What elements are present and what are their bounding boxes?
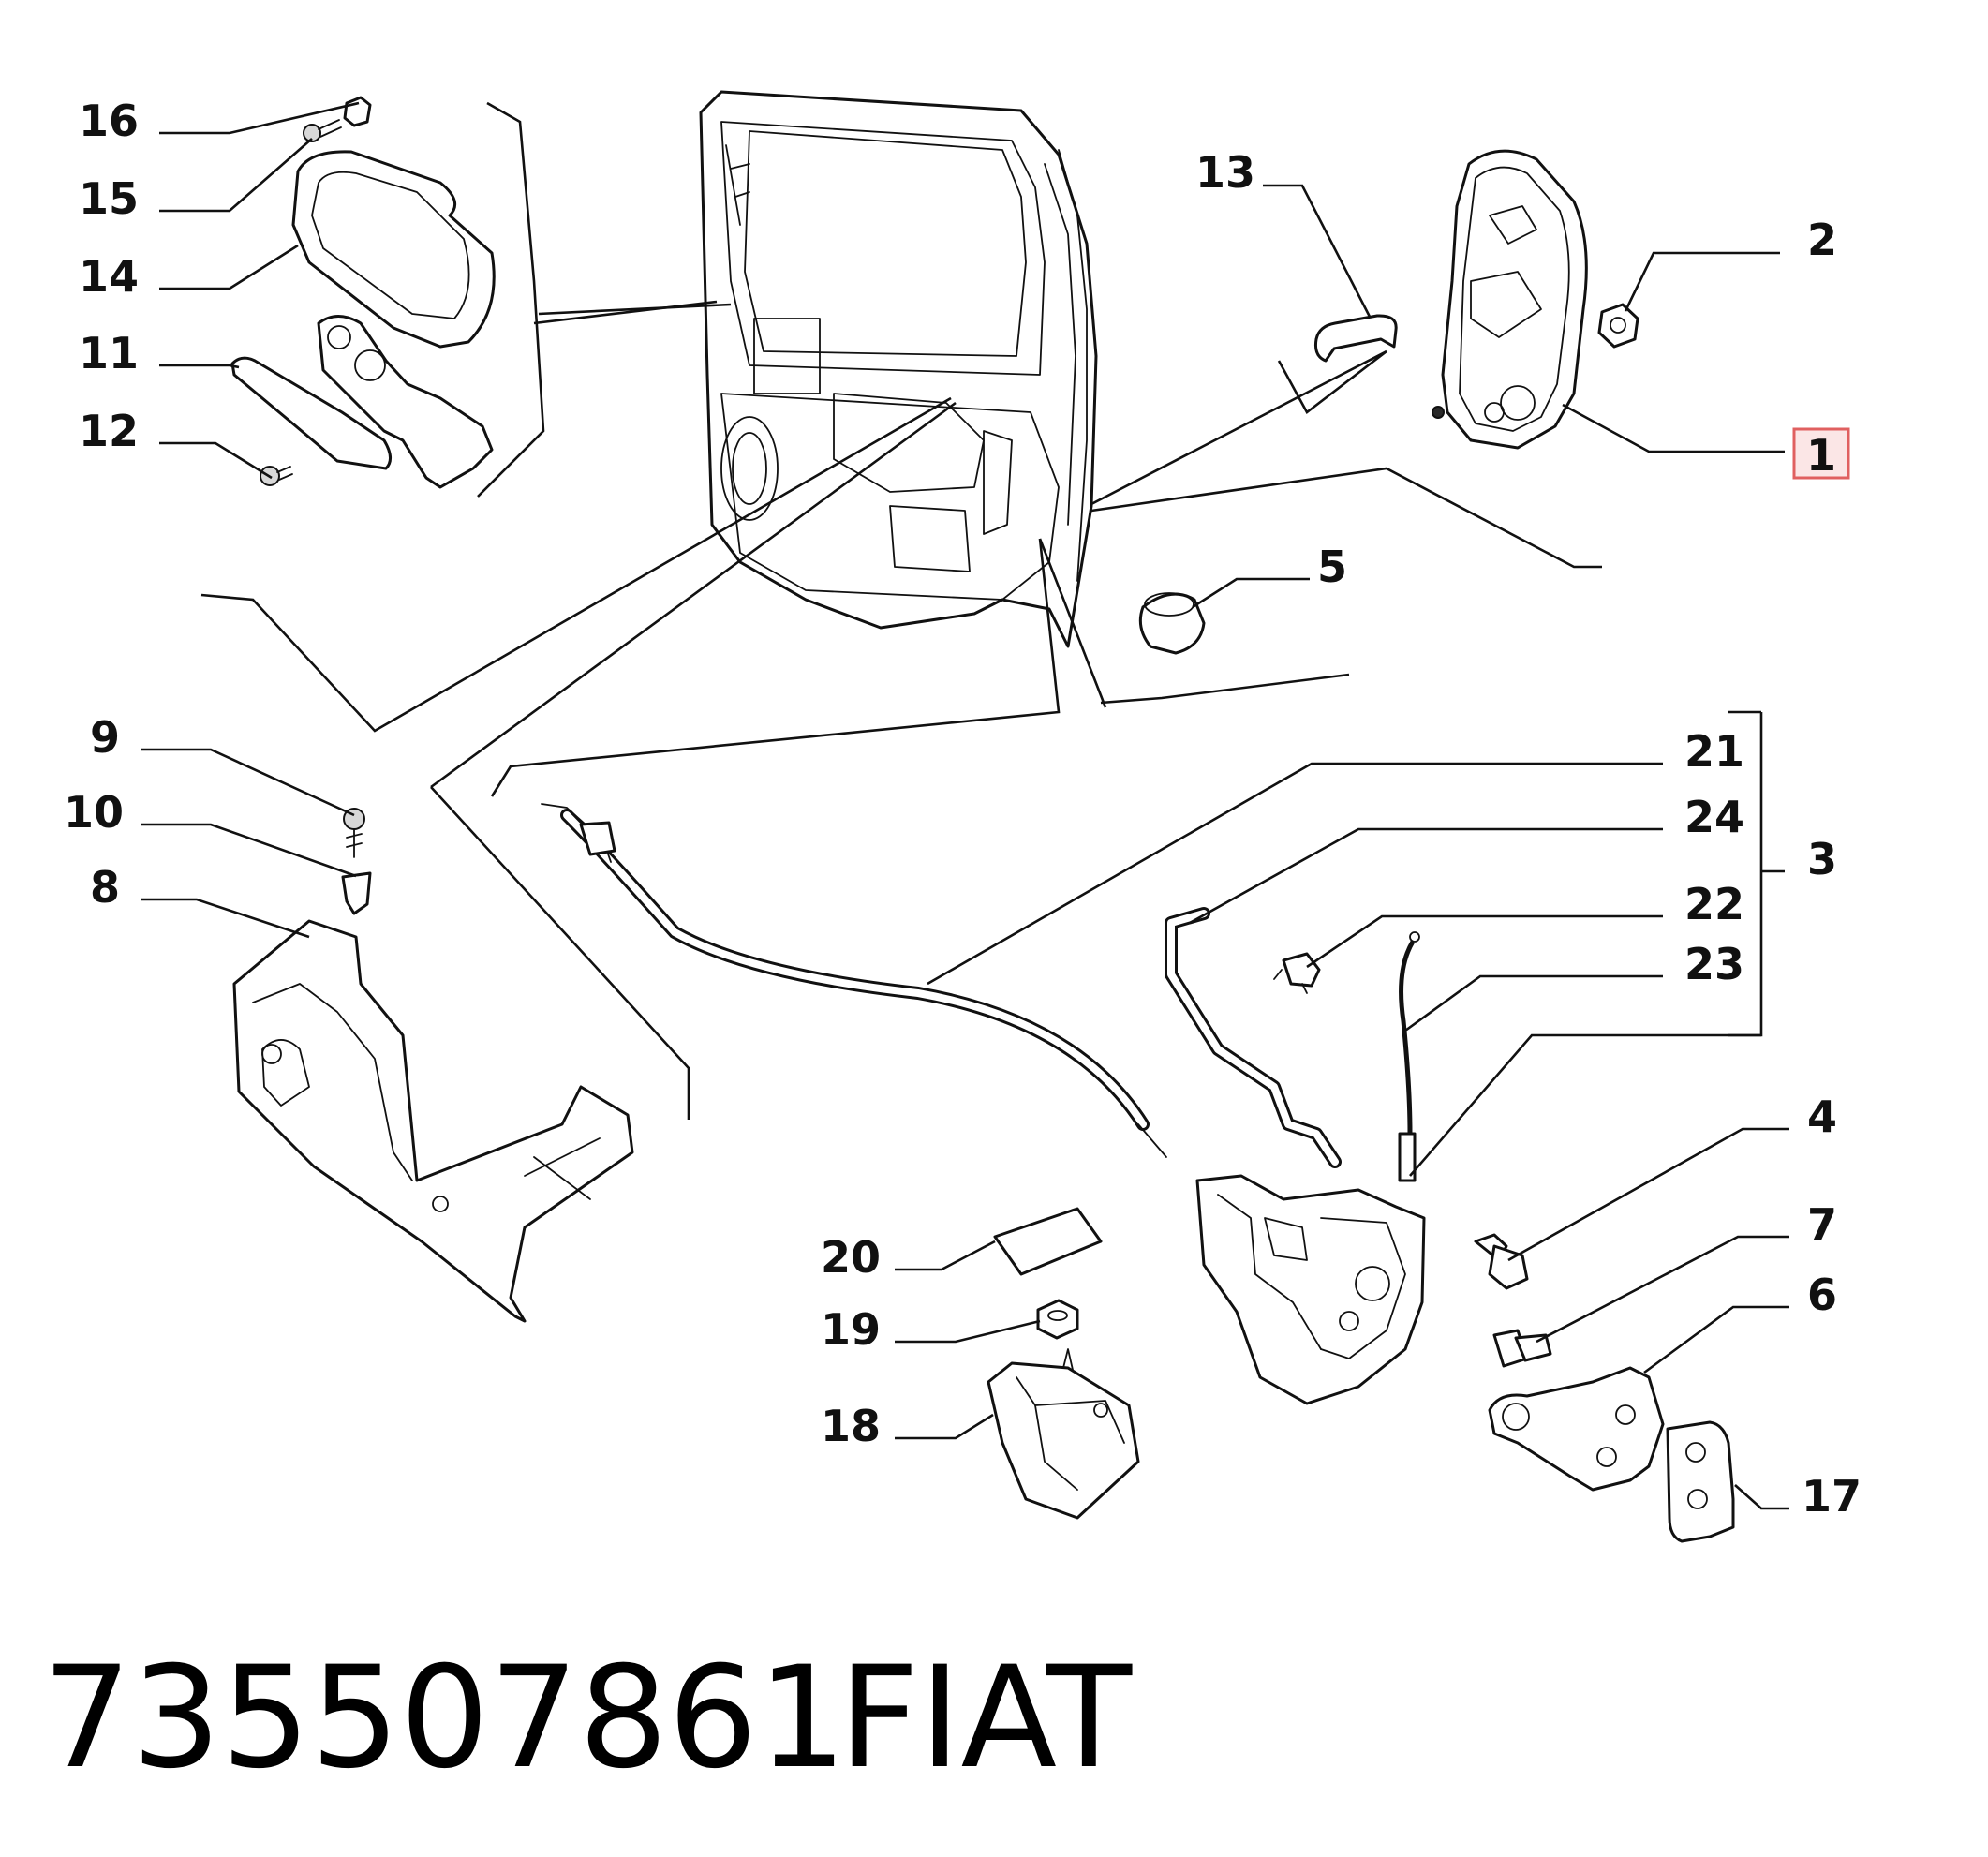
callout-9: 9 — [90, 712, 120, 763]
callout-15: 15 — [79, 173, 139, 224]
callout-20: 20 — [821, 1232, 881, 1283]
cable-21 — [541, 803, 1167, 1158]
callout-19: 19 — [821, 1304, 881, 1355]
callout-22: 22 — [1684, 879, 1744, 929]
inner-handle-group — [230, 96, 496, 489]
door-panel-drawing — [699, 90, 1098, 648]
callout-13: 13 — [1195, 147, 1255, 198]
callout-4: 4 — [1807, 1092, 1837, 1142]
callout-2: 2 — [1807, 215, 1837, 265]
callout-12: 12 — [79, 406, 139, 456]
callout-10: 10 — [64, 787, 124, 838]
callout-14: 14 — [79, 251, 139, 302]
callout-18: 18 — [821, 1401, 881, 1451]
callout-3: 3 — [1807, 834, 1837, 884]
small-parts-group — [987, 1207, 1140, 1520]
callout-5: 5 — [1317, 542, 1347, 592]
outer-handle-group — [1138, 149, 1639, 655]
callout-17: 17 — [1802, 1471, 1862, 1522]
callout-11: 11 — [79, 328, 139, 379]
lock-group — [1165, 907, 1426, 1405]
callout-8: 8 — [90, 862, 120, 913]
callout-7: 7 — [1807, 1199, 1837, 1250]
part-number: 735507861 — [42, 1637, 847, 1800]
bracket-group — [232, 808, 634, 1323]
highlighted-callout-box — [1792, 427, 1850, 480]
callout-1: 1 — [1806, 430, 1836, 481]
callout-21: 21 — [1684, 726, 1744, 777]
callout-23: 23 — [1684, 939, 1744, 989]
brand-name: FIAT — [838, 1637, 1133, 1800]
callout-24: 24 — [1684, 792, 1744, 842]
hinge-parts-group — [1474, 1233, 1735, 1543]
leader-lines — [141, 101, 1789, 1510]
explosion-guide-lines — [200, 101, 1602, 1120]
callout-6: 6 — [1807, 1270, 1837, 1320]
callout-labels: 16 15 14 11 12 13 2 1 5 9 10 8 21 24 22 … — [64, 96, 1862, 1522]
callout-16: 16 — [79, 96, 139, 146]
